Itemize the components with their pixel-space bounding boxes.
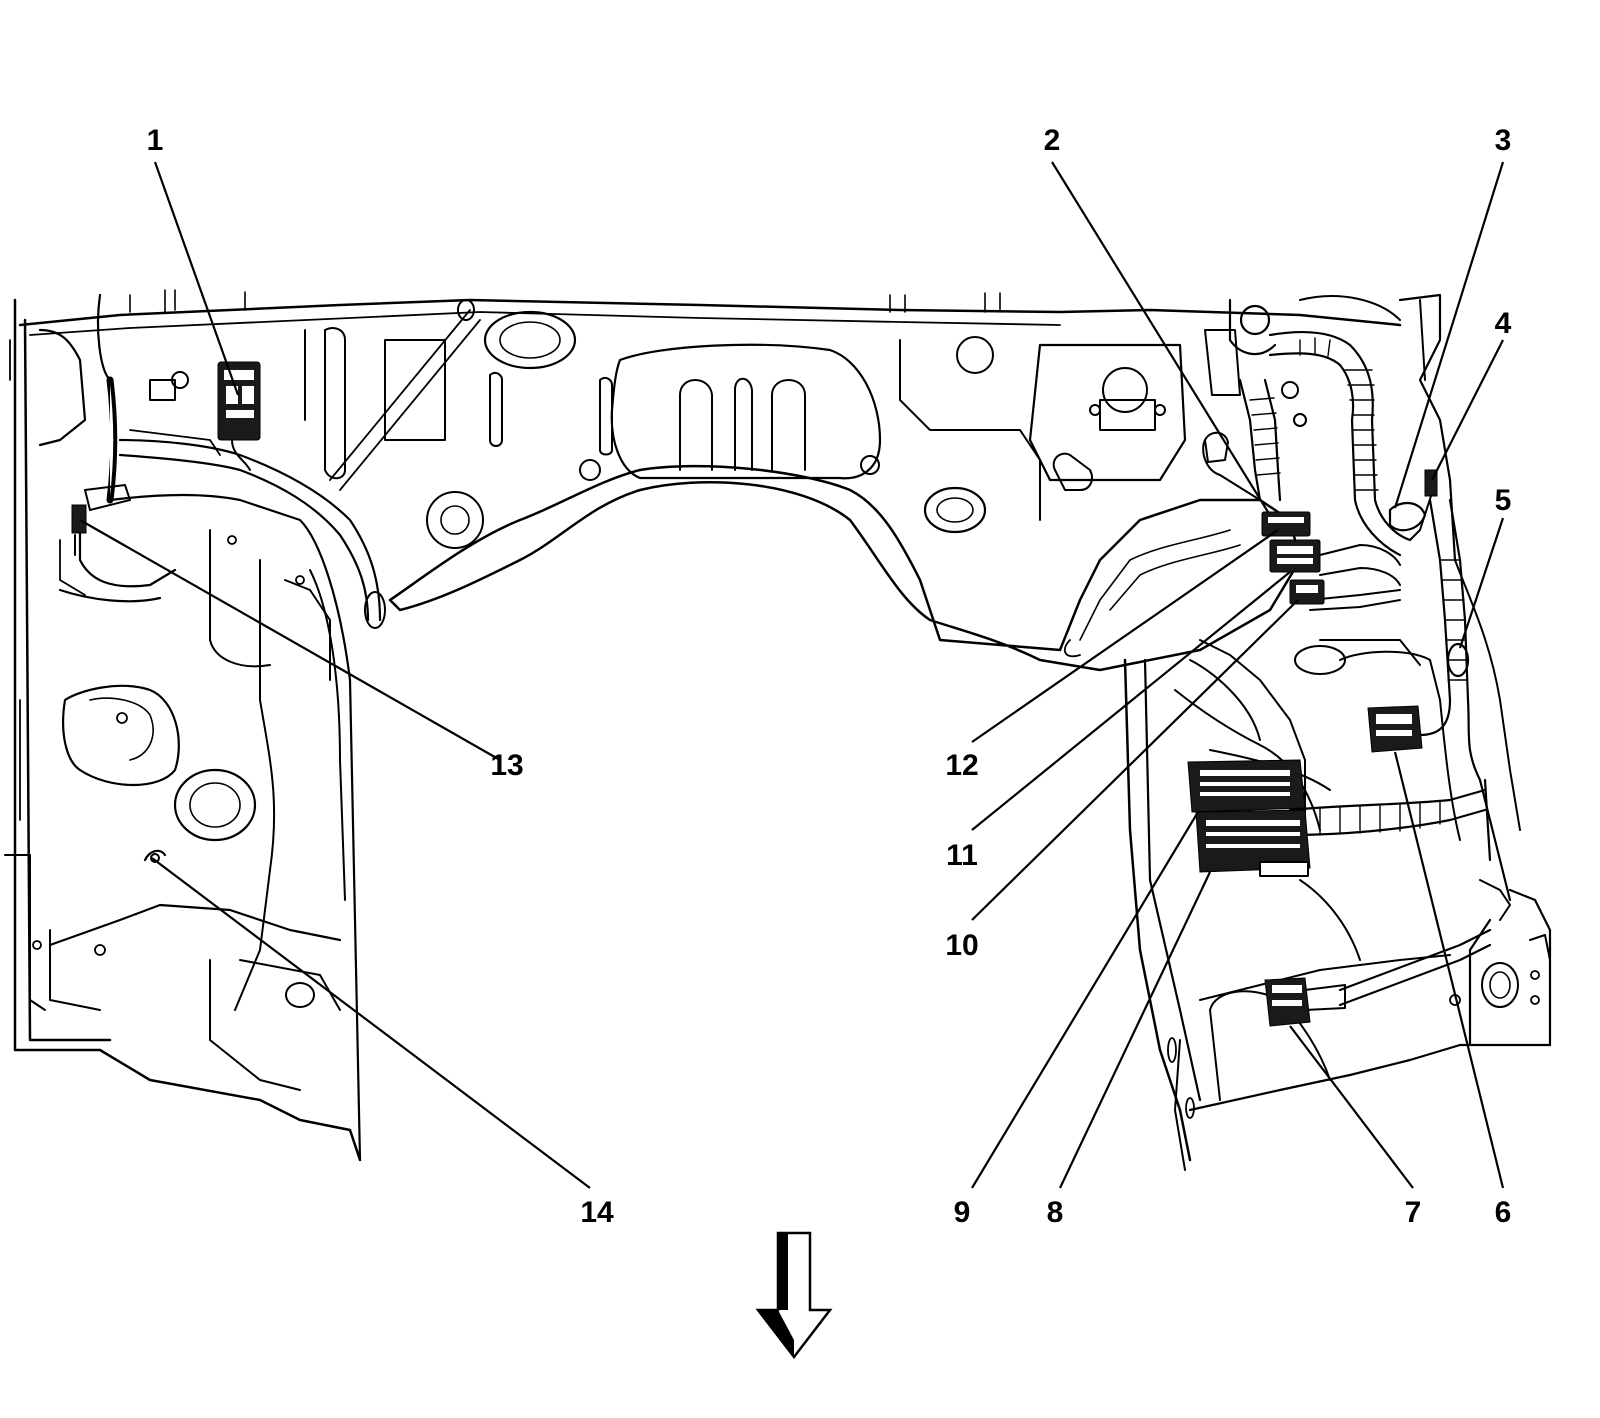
callout-14: 14 (580, 1196, 614, 1229)
callout-7: 7 (1405, 1196, 1422, 1229)
callout-13: 13 (490, 749, 523, 782)
connector-8 (1195, 809, 1311, 877)
connector-5 (1446, 642, 1470, 678)
callout-4: 4 (1495, 307, 1512, 340)
leader-9 (971, 811, 1199, 1189)
connector-1 (217, 361, 261, 471)
callout-6: 6 (1495, 1196, 1512, 1229)
callout-1: 1 (147, 124, 164, 157)
connector-7 (1264, 977, 1311, 1027)
callout-8: 8 (1047, 1196, 1064, 1229)
leader-14 (151, 857, 591, 1189)
callout-11: 11 (946, 839, 978, 872)
leader-11 (971, 571, 1291, 831)
down-arrow-icon (755, 1231, 833, 1360)
callout-10: 10 (945, 929, 978, 962)
connector-13 (71, 504, 87, 556)
connector-3 (1388, 502, 1427, 532)
left-wiring-harness (59, 293, 481, 629)
connector-6 (1367, 705, 1423, 753)
callout-labels: 1 2 3 4 5 6 7 8 9 10 11 12 13 14 (147, 124, 1512, 1229)
leader-6 (1393, 751, 1505, 1189)
ground-14 (143, 849, 167, 863)
leader-1 (153, 161, 240, 396)
right-wiring-harness (1063, 298, 1512, 1011)
leader-3 (1393, 161, 1505, 509)
connector-10 (1289, 579, 1325, 605)
leader-8 (1059, 871, 1211, 1189)
leader-2 (1051, 161, 1269, 513)
callout-3: 3 (1495, 124, 1512, 157)
leader-5 (1458, 517, 1505, 649)
connector-9 (1187, 759, 1306, 813)
callout-5: 5 (1495, 484, 1512, 517)
bulkhead-panel (18, 289, 1402, 672)
connector-12 (1261, 511, 1311, 537)
connector-2 (1204, 431, 1229, 463)
leader-4 (1431, 339, 1504, 481)
leader-12 (971, 529, 1279, 743)
leader-7 (1289, 1025, 1414, 1189)
right-wheelhouse-apron (1123, 293, 1552, 1171)
left-wheelhouse-apron (4, 298, 362, 1162)
leader-10 (971, 599, 1299, 921)
leader-13 (79, 519, 501, 761)
callout-2: 2 (1044, 124, 1061, 157)
callout-12: 12 (945, 749, 978, 782)
callout-9: 9 (954, 1196, 971, 1229)
leader-lines (79, 161, 1505, 1189)
connector-11 (1269, 539, 1321, 573)
